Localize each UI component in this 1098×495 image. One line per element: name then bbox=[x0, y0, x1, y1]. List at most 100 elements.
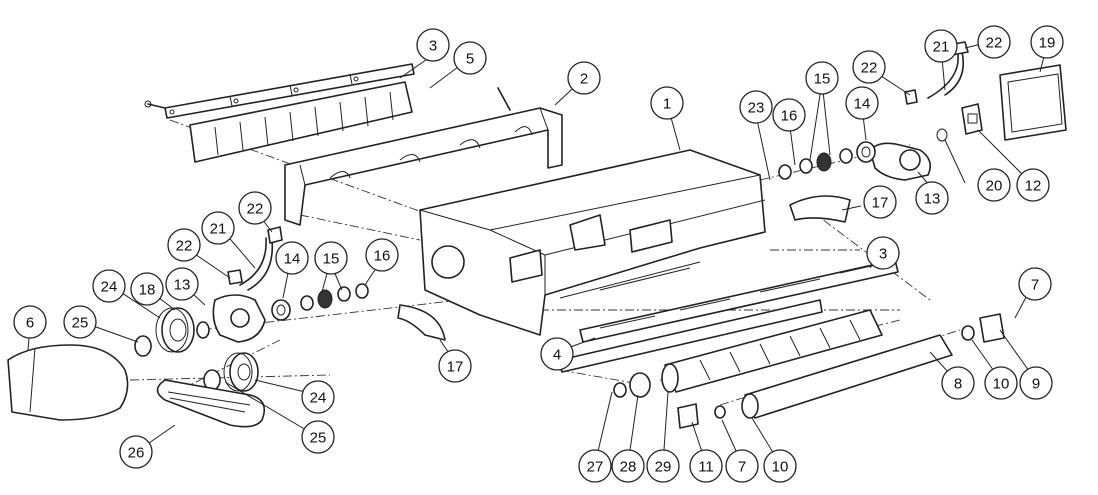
callout-c27: 27 bbox=[578, 449, 612, 483]
callout-circle bbox=[167, 228, 201, 262]
part-6-belt-guard bbox=[7, 344, 129, 421]
callout-number: 13 bbox=[174, 277, 191, 294]
callout-number: 10 bbox=[772, 459, 789, 476]
callout-number: 3 bbox=[429, 38, 437, 55]
callout-c25b: 25 bbox=[301, 420, 335, 454]
callout-c22d: 22 bbox=[167, 228, 201, 262]
callout-c2: 2 bbox=[567, 61, 601, 95]
callout-circle bbox=[238, 191, 272, 225]
callout-c10a: 10 bbox=[984, 366, 1018, 400]
callout-number: 8 bbox=[954, 376, 962, 393]
callout-c24a: 24 bbox=[92, 269, 126, 303]
callout-c28: 28 bbox=[611, 449, 645, 483]
callout-c17a: 17 bbox=[863, 185, 897, 219]
callout-circle bbox=[1030, 25, 1064, 59]
left-bearing-group bbox=[212, 226, 369, 343]
callout-c17b: 17 bbox=[438, 349, 472, 383]
callout-circle bbox=[805, 61, 839, 95]
callout-number: 27 bbox=[587, 459, 604, 476]
callout-c7b: 7 bbox=[725, 449, 759, 483]
callout-number: 28 bbox=[620, 459, 637, 476]
callout-circle bbox=[301, 380, 335, 414]
callout-circle bbox=[739, 90, 773, 124]
callout-number: 20 bbox=[986, 178, 1003, 195]
callout-c10b: 10 bbox=[763, 449, 797, 483]
callout-c22b: 22 bbox=[852, 50, 886, 84]
callout-circle bbox=[301, 420, 335, 454]
part-2-hood bbox=[284, 87, 563, 226]
callout-number: 19 bbox=[1039, 35, 1056, 52]
callout-number: 14 bbox=[284, 251, 301, 268]
callout-number: 16 bbox=[781, 108, 798, 125]
callout-c23: 23 bbox=[739, 90, 773, 124]
callout-c5: 5 bbox=[453, 41, 487, 75]
callout-number: 22 bbox=[986, 35, 1003, 52]
callout-circle bbox=[725, 449, 759, 483]
callout-c11: 11 bbox=[689, 449, 723, 483]
right-bearing-group bbox=[778, 41, 1067, 181]
callout-circle bbox=[866, 236, 900, 270]
callout-c25a: 25 bbox=[63, 305, 97, 339]
callout-circle bbox=[416, 28, 450, 62]
part-1-main-housing bbox=[419, 149, 766, 336]
callout-circle bbox=[92, 269, 126, 303]
callout-c15b: 15 bbox=[314, 241, 348, 275]
callout-c9: 9 bbox=[1019, 366, 1053, 400]
callout-circle bbox=[772, 98, 806, 132]
callout-c14a: 14 bbox=[845, 86, 879, 120]
callout-c1: 1 bbox=[650, 86, 684, 120]
callout-circle bbox=[578, 449, 612, 483]
callout-number: 25 bbox=[310, 430, 327, 447]
part-8-roller bbox=[677, 313, 1005, 429]
callout-circle bbox=[1018, 267, 1052, 301]
callout-c14b: 14 bbox=[275, 241, 309, 275]
part-29-auger bbox=[613, 309, 883, 398]
part-5-shield bbox=[189, 81, 413, 163]
pulleys-and-belt bbox=[134, 307, 266, 428]
callout-c26: 26 bbox=[119, 435, 153, 469]
callout-circle bbox=[977, 25, 1011, 59]
callout-number: 7 bbox=[738, 459, 746, 476]
callout-number: 22 bbox=[861, 60, 878, 77]
callout-number: 9 bbox=[1032, 376, 1040, 393]
callout-circle bbox=[863, 185, 897, 219]
callout-circle bbox=[567, 61, 601, 95]
callout-number: 24 bbox=[310, 390, 327, 407]
callout-number: 1 bbox=[663, 96, 671, 113]
callout-circle bbox=[365, 238, 399, 272]
callout-c3a: 3 bbox=[416, 28, 450, 62]
callout-number: 23 bbox=[748, 100, 765, 117]
callout-circle bbox=[650, 86, 684, 120]
callout-circle bbox=[13, 305, 47, 339]
callout-number: 13 bbox=[924, 191, 941, 208]
callout-circle bbox=[852, 50, 886, 84]
callout-circle bbox=[314, 241, 348, 275]
callout-circle bbox=[611, 449, 645, 483]
callout-circle bbox=[984, 366, 1018, 400]
callout-number: 15 bbox=[323, 251, 340, 268]
callout-c7a: 7 bbox=[1018, 267, 1052, 301]
part-17-shields bbox=[397, 195, 851, 341]
callout-circle bbox=[201, 211, 235, 245]
callout-number: 15 bbox=[814, 71, 831, 88]
callout-circle bbox=[130, 272, 164, 306]
callout-c20: 20 bbox=[977, 168, 1011, 202]
callout-circle bbox=[689, 449, 723, 483]
callout-number: 11 bbox=[698, 459, 714, 476]
callout-circle bbox=[763, 449, 797, 483]
callout-circle bbox=[1019, 366, 1053, 400]
callout-number: 25 bbox=[72, 315, 89, 332]
callout-circle bbox=[977, 168, 1011, 202]
callout-circle bbox=[915, 181, 949, 215]
part-3-top-strip bbox=[144, 63, 415, 119]
callout-number: 26 bbox=[128, 445, 145, 462]
callout-circle bbox=[275, 241, 309, 275]
callout-circle bbox=[540, 337, 574, 371]
callout-c4: 4 bbox=[540, 337, 574, 371]
callout-number: 16 bbox=[374, 248, 391, 265]
callout-circle bbox=[924, 29, 958, 63]
callout-number: 5 bbox=[466, 51, 474, 68]
